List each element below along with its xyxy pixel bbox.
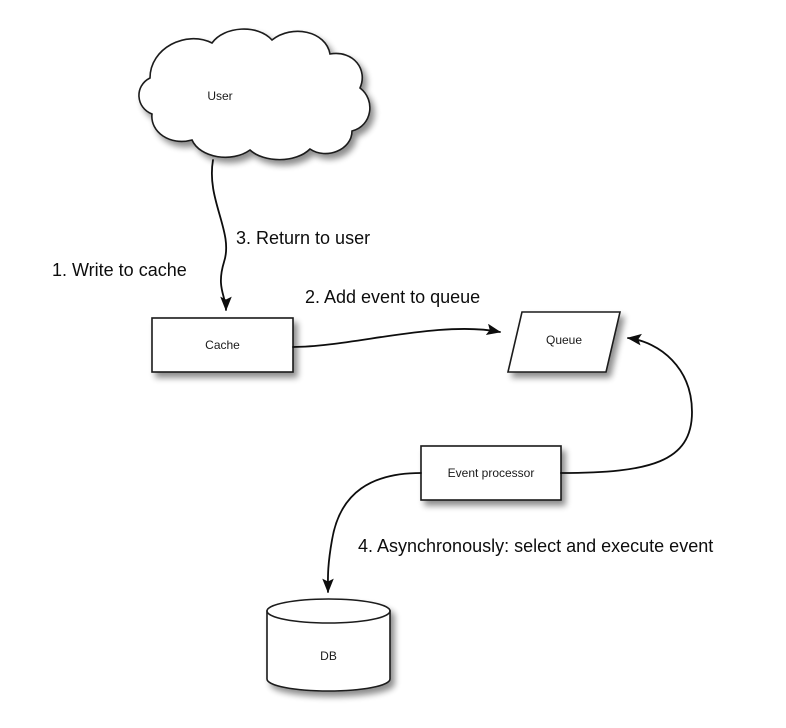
node-label-event-processor: Event processor [448, 466, 535, 480]
edge-cache-to-queue [292, 323, 502, 348]
edge-user-to-cache [211, 159, 232, 312]
cache-shape [151, 317, 294, 373]
node-cache[interactable] [151, 317, 294, 373]
node-user[interactable] [138, 28, 371, 161]
queue-shape [506, 311, 622, 373]
db-body-shape [266, 610, 391, 692]
step-label-4: 4. Asynchronously: select and execute ev… [358, 536, 713, 556]
edge-processor-to-queue [560, 333, 693, 474]
db-top-shape [266, 598, 391, 624]
node-label-cache: Cache [205, 338, 240, 352]
step-label-1: 1. Write to cache [52, 260, 187, 280]
cloud-shape [138, 28, 371, 161]
step-label-3: 3. Return to user [236, 228, 370, 248]
node-queue[interactable] [506, 311, 622, 373]
node-db[interactable] [266, 598, 391, 692]
node-label-user: User [207, 89, 232, 103]
node-label-queue: Queue [546, 333, 582, 347]
edge-processor-to-db [322, 472, 422, 594]
node-label-db: DB [320, 649, 337, 663]
step-label-2: 2. Add event to queue [305, 287, 480, 307]
